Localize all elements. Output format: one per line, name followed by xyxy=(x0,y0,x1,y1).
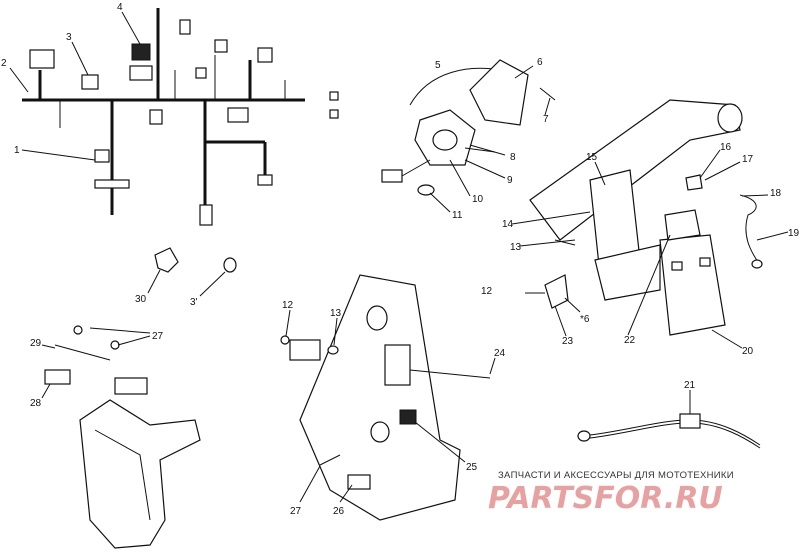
callout-5: 5 xyxy=(435,60,441,71)
callout-14: 14 xyxy=(502,219,514,230)
callout-19: 19 xyxy=(788,228,800,239)
watermark-logo: PARTSFOR.RU xyxy=(488,481,723,516)
callout-18: 18 xyxy=(770,188,782,199)
callout-labels: 1 2 3 4 5 6 7 8 9 10 11 12 12 13 13 14 1… xyxy=(1,2,800,517)
watermark-tagline: ЗАПЧАСТИ И АКСЕССУАРЫ ДЛЯ МОТОТЕХНИКИ xyxy=(498,470,734,481)
callout-4: 4 xyxy=(117,2,123,13)
callout-6-frame: *6 xyxy=(580,314,590,325)
callout-15: 15 xyxy=(586,152,598,163)
callout-12-plate: 12 xyxy=(282,300,294,311)
taillight-assembly xyxy=(381,59,556,196)
callout-30: 30 xyxy=(135,294,147,305)
callout-27-bottom: 27 xyxy=(290,506,302,517)
callout-12-frame: 12 xyxy=(481,286,493,297)
callout-10: 10 xyxy=(472,194,484,205)
callout-26: 26 xyxy=(333,506,345,517)
callout-22: 22 xyxy=(624,335,636,346)
callout-13-frame: 13 xyxy=(510,242,522,253)
callout-27-left: 27 xyxy=(152,331,164,342)
watermark: ЗАПЧАСТИ И АКСЕССУАРЫ ДЛЯ МОТОТЕХНИКИ PA… xyxy=(488,470,734,516)
frame-battery-area xyxy=(525,99,763,336)
leader-lines xyxy=(9,11,789,503)
callout-24: 24 xyxy=(494,348,506,359)
callout-20: 20 xyxy=(742,346,754,357)
callout-16: 16 xyxy=(720,142,732,153)
callout-2: 2 xyxy=(1,58,7,69)
callout-9: 9 xyxy=(507,175,513,186)
callout-21: 21 xyxy=(684,380,696,391)
callout-23: 23 xyxy=(562,336,574,347)
callout-31: 3' xyxy=(190,297,198,308)
callout-6: 6 xyxy=(537,57,543,68)
callout-25: 25 xyxy=(466,462,478,473)
callout-1: 1 xyxy=(14,145,20,156)
callout-29: 29 xyxy=(30,338,42,349)
battery-cable xyxy=(577,413,761,449)
callout-28: 28 xyxy=(30,398,42,409)
mounting-plate xyxy=(280,274,491,521)
callout-7: 7 xyxy=(543,114,549,125)
callout-13-plate: 13 xyxy=(330,308,342,319)
callout-11: 11 xyxy=(452,210,463,221)
front-frame xyxy=(44,247,237,549)
wiring-harness xyxy=(22,8,339,226)
callout-8: 8 xyxy=(510,152,516,163)
callout-3: 3 xyxy=(66,32,72,43)
callout-17: 17 xyxy=(742,154,754,165)
